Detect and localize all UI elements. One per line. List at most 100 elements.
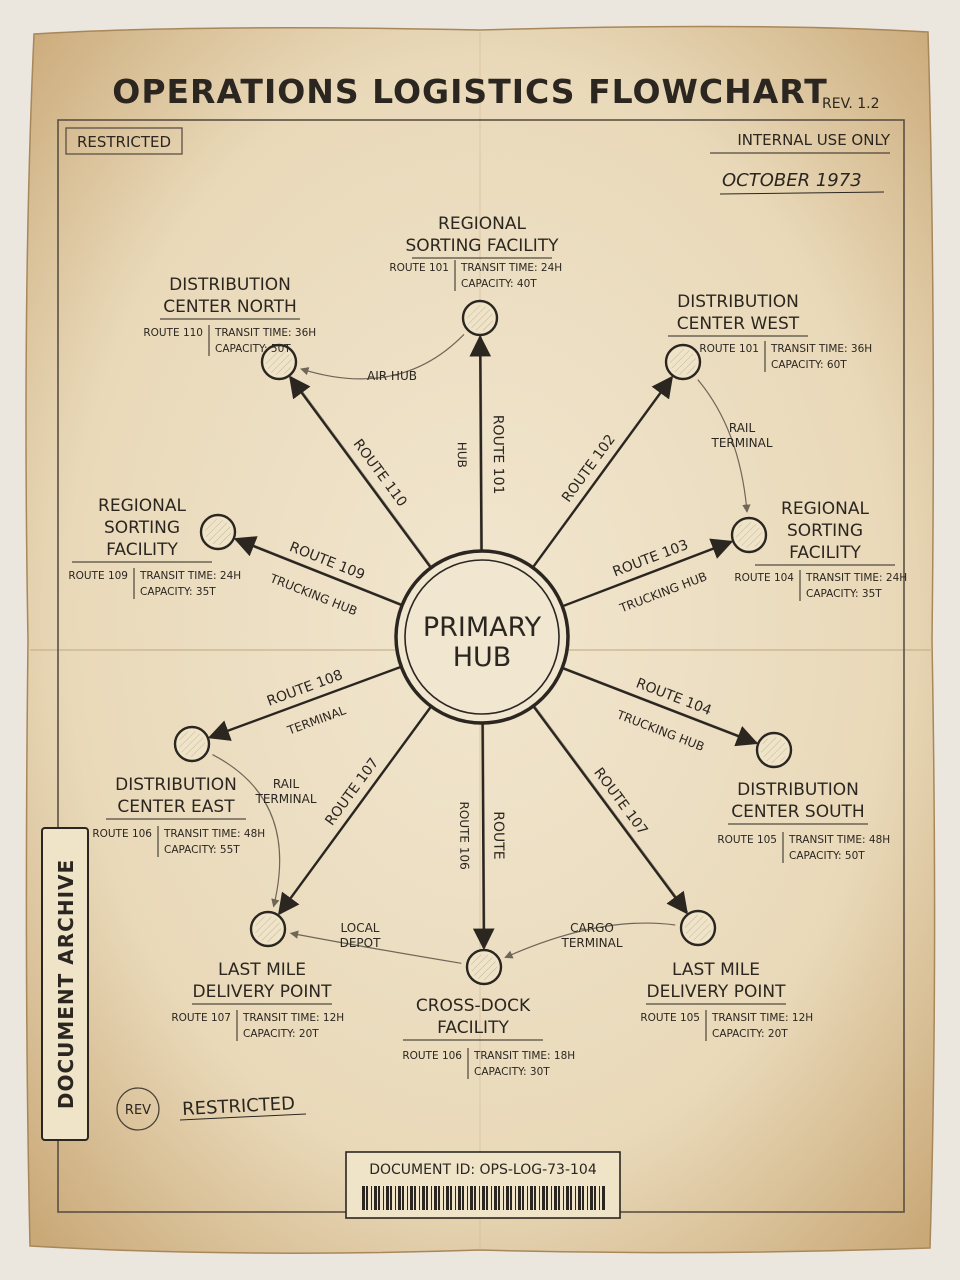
- secondary-link-curve: [212, 754, 281, 908]
- node-name-line: DISTRIBUTION: [115, 775, 237, 795]
- barcode-bar: [575, 1186, 576, 1210]
- node-capacity: CAPACITY: 40T: [461, 278, 537, 290]
- secondary-link-label: RAIL: [729, 421, 756, 435]
- primary-hub: PRIMARY HUB: [394, 549, 570, 725]
- barcode-bar: [570, 1186, 572, 1210]
- node-route: ROUTE 105: [717, 834, 777, 846]
- node-name-line: SORTING: [104, 518, 180, 538]
- barcode-bar: [374, 1186, 377, 1210]
- node-shading: [736, 522, 762, 548]
- route-arrow: [233, 536, 403, 607]
- route-arrow-sketch: [534, 705, 689, 913]
- node-name-line: REGIONAL: [98, 496, 186, 516]
- barcode: [362, 1186, 605, 1210]
- node-shading: [179, 731, 205, 757]
- route-arrow-sketch: [563, 540, 733, 606]
- barcode-bar: [431, 1186, 432, 1210]
- barcode-bar: [527, 1186, 528, 1210]
- barcode-bar: [378, 1186, 380, 1210]
- barcode-bar: [498, 1186, 500, 1210]
- barcode-bar: [474, 1186, 476, 1210]
- node-transit-time: TRANSIT TIME: 48H: [163, 828, 265, 840]
- node-transit-time: TRANSIT TIME: 24H: [460, 262, 562, 274]
- node-name-line: CENTER SOUTH: [731, 802, 864, 822]
- barcode-bar: [506, 1186, 509, 1210]
- node-name-line: FACILITY: [106, 540, 178, 560]
- barcode-bar: [467, 1186, 468, 1210]
- node-transit-time: TRANSIT TIME: 18H: [473, 1050, 575, 1062]
- svg-text:RESTRICTED: RESTRICTED: [77, 133, 171, 151]
- node-route: ROUTE 104: [734, 572, 794, 584]
- secondary-link-curve: [289, 930, 462, 964]
- route-sublabel: ROUTE 106: [457, 801, 471, 869]
- node-capacity: CAPACITY: 50T: [215, 343, 291, 355]
- restricted-stamp-top: RESTRICTED: [65, 127, 183, 155]
- route-arrow-sketch: [210, 665, 403, 737]
- barcode-bar: [602, 1186, 605, 1210]
- revision-label: REV. 1.2: [822, 96, 880, 112]
- route-arrow-sketch: [483, 722, 486, 948]
- secondary-link-curve: [300, 334, 465, 380]
- node-transit-time: TRANSIT TIME: 12H: [711, 1012, 813, 1024]
- node-transit-time: TRANSIT TIME: 24H: [139, 570, 241, 582]
- node-name-line: REGIONAL: [438, 214, 526, 234]
- route-arrow: [531, 375, 674, 569]
- barcode-bar: [510, 1186, 512, 1210]
- document-archive-tab: DOCUMENT ARCHIVE: [41, 827, 89, 1141]
- svg-text:DOCUMENT ARCHIVE: DOCUMENT ARCHIVE: [54, 859, 78, 1109]
- barcode-bar: [503, 1186, 504, 1210]
- node-transit-time: TRANSIT TIME: 36H: [770, 343, 872, 355]
- node-name-line: DISTRIBUTION: [169, 275, 291, 295]
- barcode-bar: [362, 1186, 365, 1210]
- node-shading: [205, 519, 231, 545]
- route-arrow: [472, 722, 495, 951]
- node-route: ROUTE 107: [171, 1012, 231, 1024]
- barcode-bar: [546, 1186, 548, 1210]
- node-shading: [467, 305, 493, 331]
- barcode-bar: [410, 1186, 413, 1210]
- barcode-bar: [515, 1186, 516, 1210]
- document-id: DOCUMENT ID: OPS-LOG-73-104: [369, 1162, 597, 1178]
- route-arrow-sketch: [236, 537, 404, 605]
- node-name-line: SORTING FACILITY: [405, 236, 559, 256]
- node-transit-time: TRANSIT TIME: 12H: [242, 1012, 344, 1024]
- barcode-bar: [542, 1186, 545, 1210]
- node-route: ROUTE 110: [143, 327, 203, 339]
- route-arrow: [561, 666, 759, 747]
- barcode-bar: [551, 1186, 552, 1210]
- node-name-line: CENTER WEST: [677, 314, 800, 334]
- svg-text:REV: REV: [125, 1103, 151, 1118]
- node-capacity: CAPACITY: 30T: [474, 1066, 550, 1078]
- route-arrow: [469, 334, 492, 552]
- barcode-bar: [434, 1186, 437, 1210]
- node-capacity: CAPACITY: 50T: [789, 850, 865, 862]
- barcode-bar: [587, 1186, 588, 1210]
- node-shading: [471, 954, 497, 980]
- barcode-bar: [522, 1186, 524, 1210]
- barcode-bar: [534, 1186, 536, 1210]
- route-arrow: [289, 375, 432, 569]
- node-capacity: CAPACITY: 35T: [806, 588, 882, 600]
- barcode-bar: [395, 1186, 396, 1210]
- node-route: ROUTE 101: [389, 262, 449, 274]
- barcode-bar: [470, 1186, 473, 1210]
- barcode-bar: [479, 1186, 480, 1210]
- barcode-bar: [455, 1186, 456, 1210]
- barcode-bar: [366, 1186, 368, 1210]
- hub-label-line1: PRIMARY: [423, 612, 542, 643]
- node-name-line: DISTRIBUTION: [737, 780, 859, 800]
- node-shading: [761, 737, 787, 763]
- node-name-line: REGIONAL: [781, 499, 869, 519]
- route-arrow-sketch: [291, 376, 433, 568]
- barcode-bar: [578, 1186, 581, 1210]
